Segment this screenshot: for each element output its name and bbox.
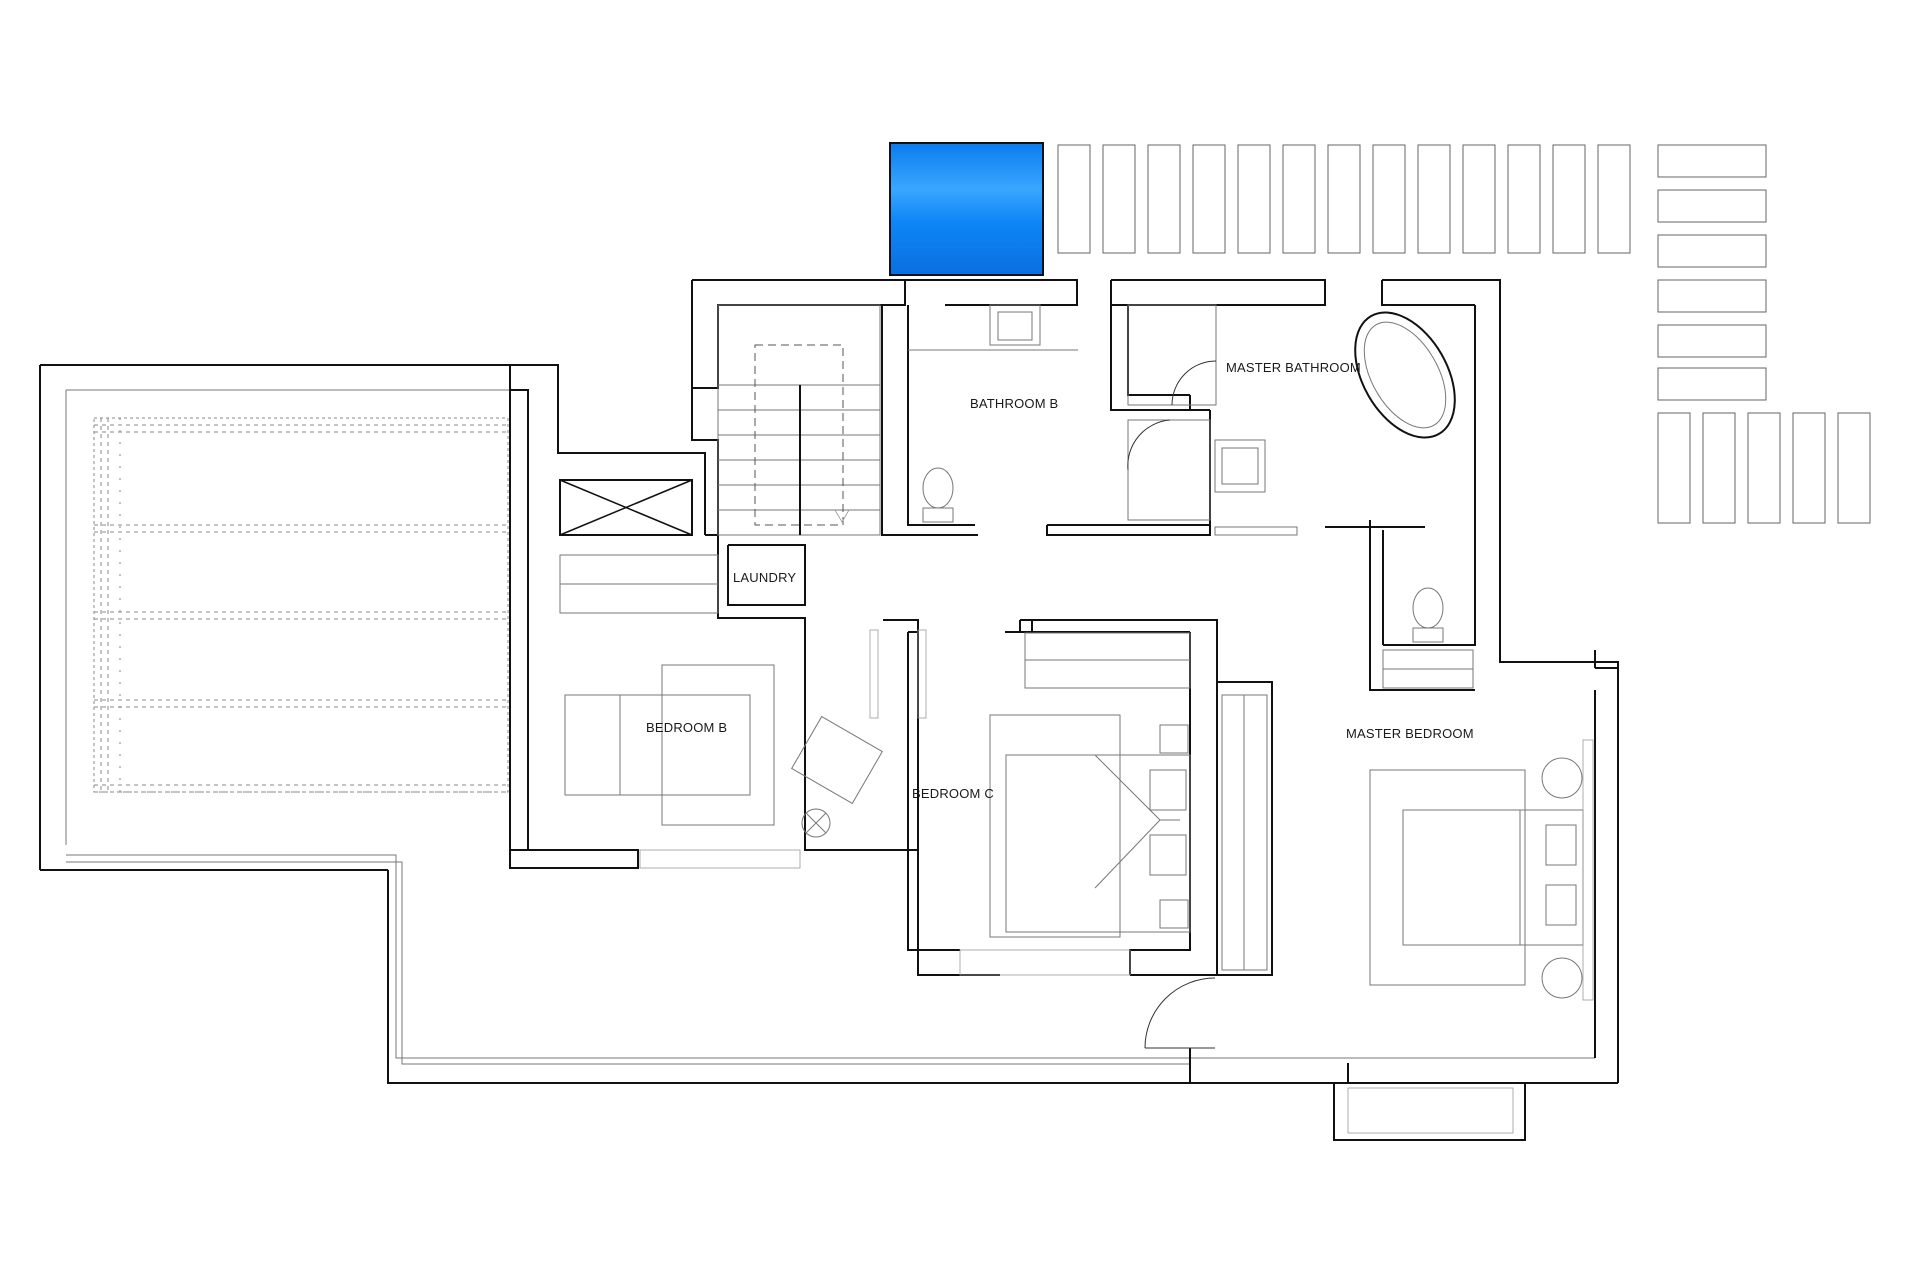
sun-lounger-icon (1372, 144, 1406, 254)
armchair-icon (791, 715, 883, 838)
sun-lounger-icon (1282, 144, 1316, 254)
sun-loungers-right (1657, 144, 1767, 401)
shower-icon (1127, 304, 1217, 521)
sun-lounger-icon (1747, 412, 1781, 524)
window-icon (1347, 739, 1594, 1134)
sun-lounger-icon (1552, 144, 1586, 254)
bed-icon (989, 714, 1191, 938)
bed-icon (564, 664, 775, 826)
window-icon (639, 629, 927, 869)
sun-lounger-icon (1057, 144, 1091, 254)
sun-lounger-icon (1237, 144, 1271, 254)
room-label-bedroom-b: BEDROOM B (646, 720, 727, 735)
sun-lounger-icon (1417, 144, 1451, 254)
terrace-outline (39, 364, 1619, 1084)
terrace-tiling (93, 417, 509, 793)
sun-lounger-icon (1657, 234, 1767, 268)
sun-loungers-top (1057, 144, 1631, 254)
room-label-bathroom-b: BATHROOM B (970, 396, 1058, 411)
room-label-bedroom-c: BEDROOM C (912, 786, 994, 801)
sun-loungers-right-row (1657, 412, 1871, 524)
bed-icon (1369, 757, 1584, 999)
sun-lounger-icon (1147, 144, 1181, 254)
sun-lounger-icon (1657, 412, 1691, 524)
sink-icon (1214, 439, 1266, 493)
sun-lounger-icon (1657, 279, 1767, 313)
window-icon (959, 949, 1131, 976)
sun-lounger-icon (1657, 144, 1767, 178)
sun-lounger-icon (1507, 144, 1541, 254)
sun-lounger-icon (1702, 412, 1736, 524)
shaft-icon (559, 479, 693, 536)
sun-lounger-icon (1657, 367, 1767, 401)
sun-lounger-icon (1597, 144, 1631, 254)
pool-icon (889, 142, 1044, 276)
bathtub-icon (1354, 311, 1456, 439)
room-label-master-bedroom: MASTER BEDROOM (1346, 726, 1474, 741)
toilet-icon (1412, 587, 1444, 643)
sun-lounger-icon (1192, 144, 1226, 254)
house-walls (509, 279, 1619, 1141)
sun-lounger-icon (1657, 189, 1767, 223)
sun-lounger-icon (1657, 324, 1767, 358)
sun-lounger-icon (1102, 144, 1136, 254)
towel-rail-icon (1214, 526, 1425, 536)
toilet-icon (922, 467, 954, 523)
door-icon (1144, 977, 1216, 1049)
stairs-icon (717, 304, 881, 536)
sun-lounger-icon (1327, 144, 1361, 254)
sink-icon (908, 304, 1078, 351)
wardrobe-icon (559, 554, 1474, 971)
sun-lounger-icon (1837, 412, 1871, 524)
sun-lounger-icon (1462, 144, 1496, 254)
sun-lounger-icon (1792, 412, 1826, 524)
room-label-laundry: LAUNDRY (733, 570, 796, 585)
room-label-master-bathroom: MASTER BATHROOM (1226, 360, 1361, 375)
